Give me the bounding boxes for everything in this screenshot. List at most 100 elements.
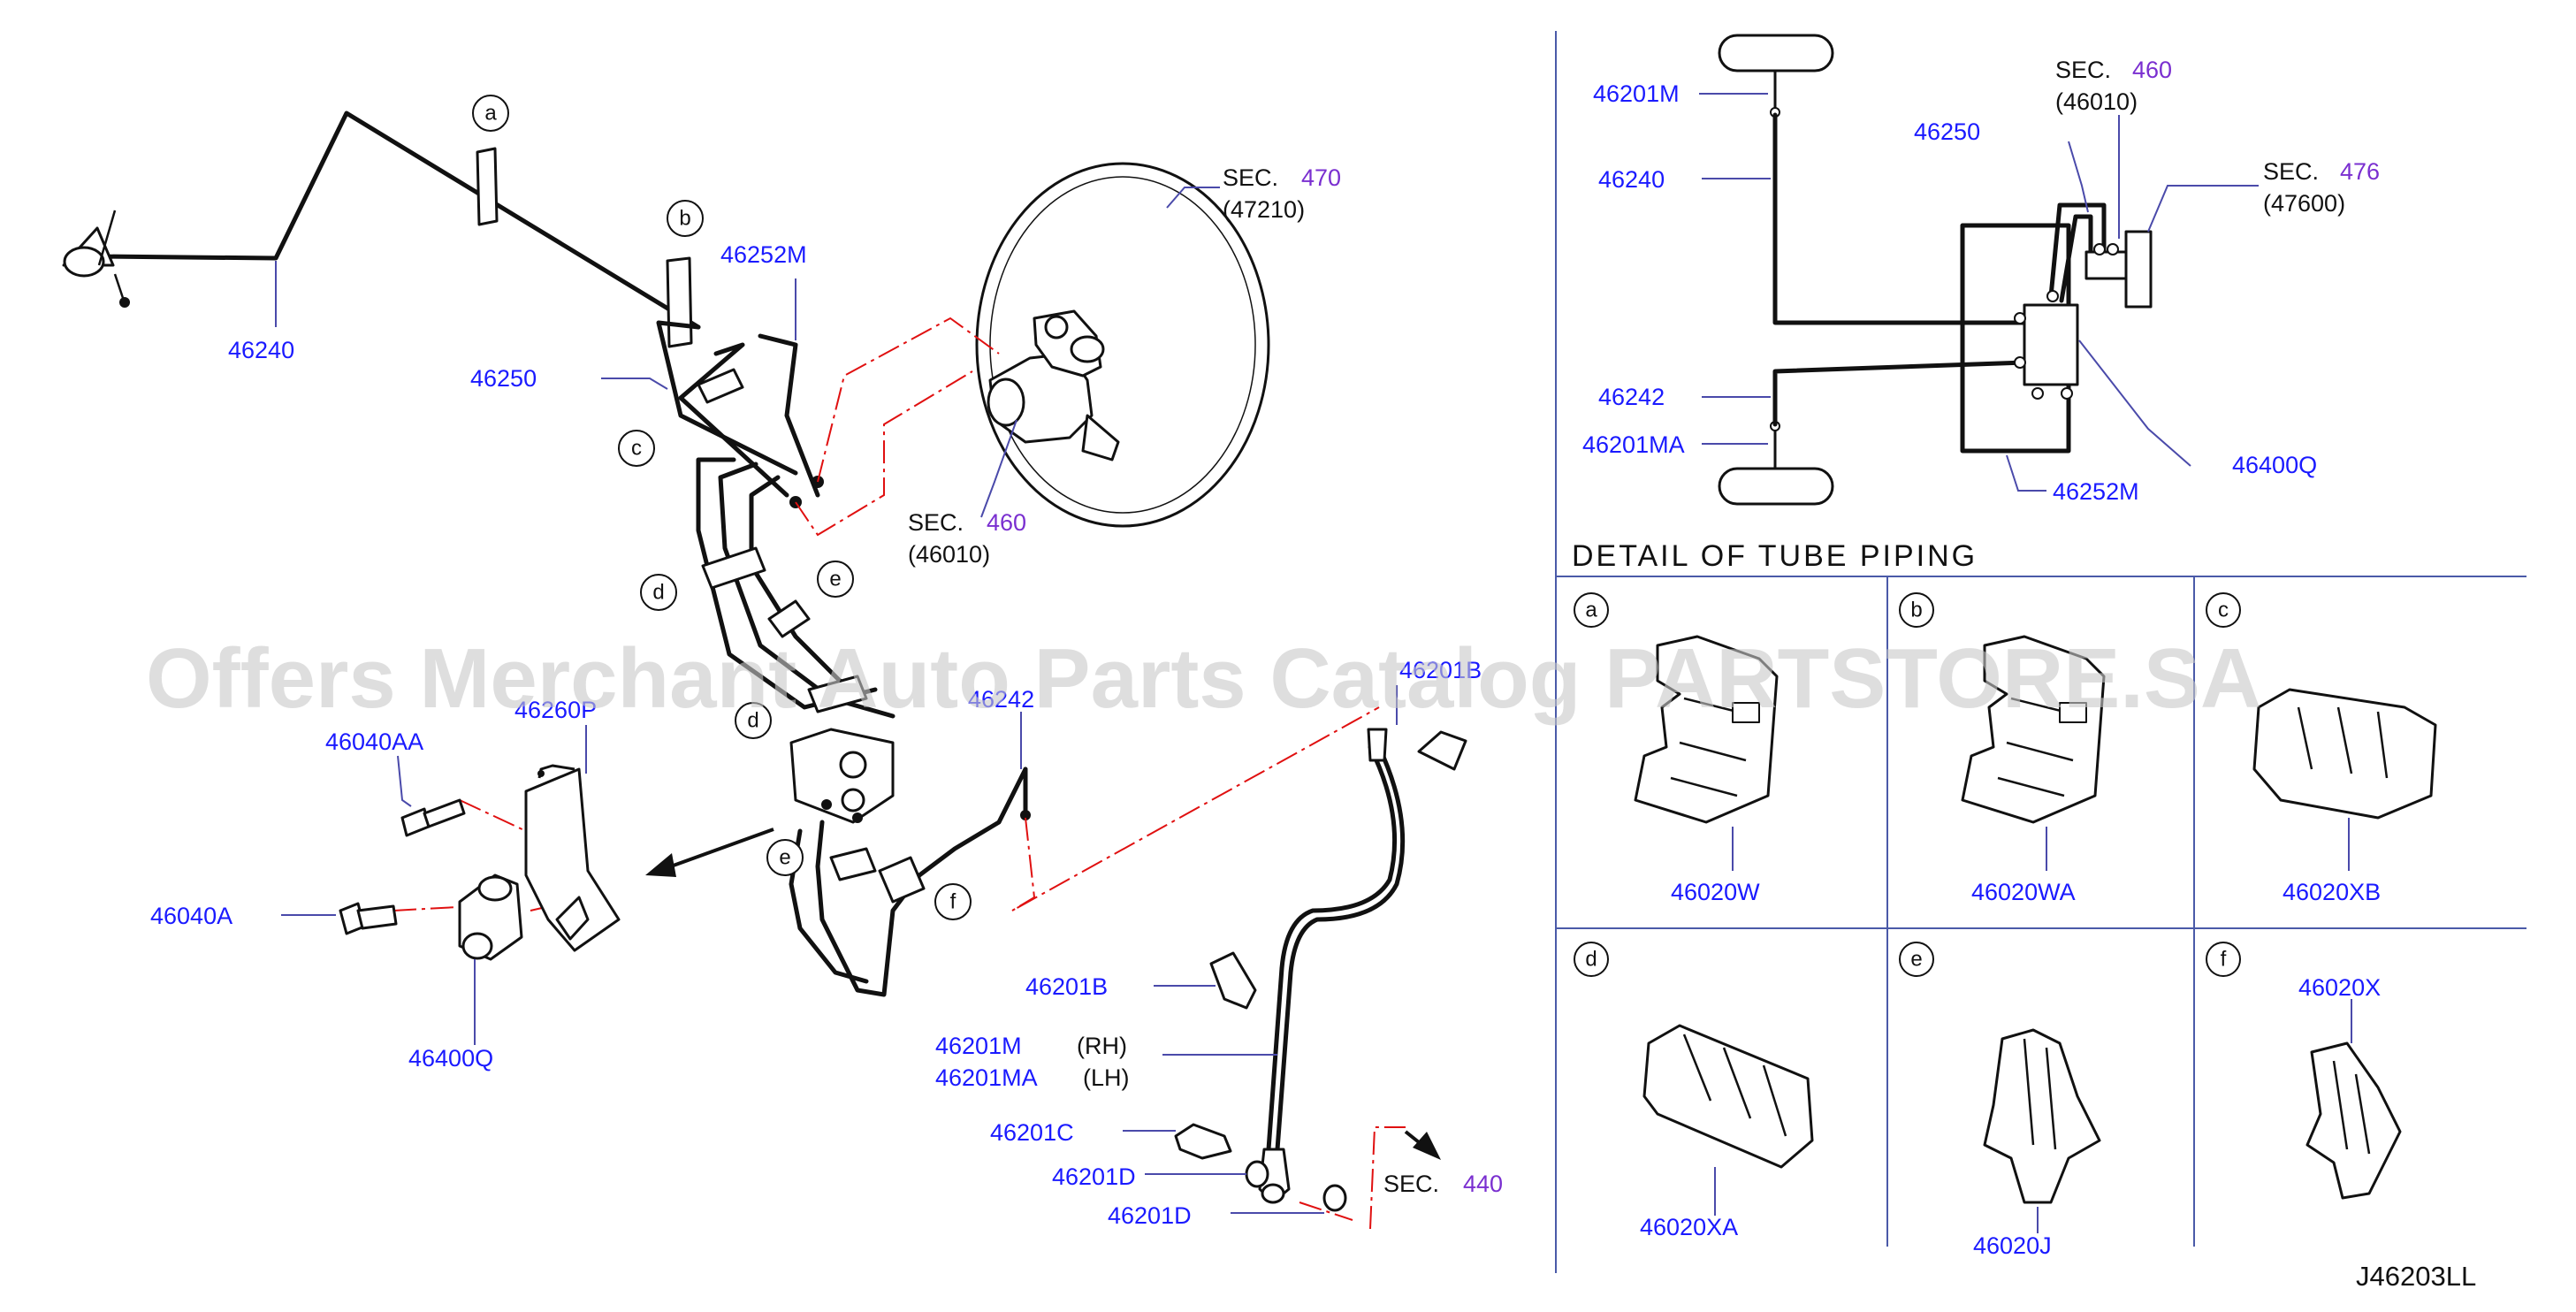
svg-text:SEC.: SEC. xyxy=(2055,57,2111,83)
callout-e1: e xyxy=(817,561,854,598)
clip-f xyxy=(878,856,926,904)
drawing-code: J46203LL xyxy=(2356,1261,2476,1292)
main-diagram: a b c d e d e f 46240 46250 46252M 46260… xyxy=(62,95,1503,1230)
clip-b2 xyxy=(697,368,744,404)
svg-text:c: c xyxy=(2218,599,2229,622)
schematic: 46201M 46240 46250 46242 46201MA 46252M … xyxy=(1555,31,2380,1273)
clip-46020W xyxy=(1634,635,1779,824)
detail-part-46020XB: 46020XB xyxy=(2283,879,2381,905)
tube-46240 xyxy=(93,111,701,330)
svg-text:476: 476 xyxy=(2340,158,2380,185)
label-46240: 46240 xyxy=(228,337,294,363)
s-label-46250: 46250 xyxy=(1914,118,1980,145)
washer-2 xyxy=(1322,1184,1347,1212)
sec-470-ref: SEC. 470 (47210) xyxy=(1223,164,1341,223)
clip-46020X xyxy=(2305,1041,2402,1200)
callouts: a b c d e d e f xyxy=(472,95,972,920)
clip-46201B-top xyxy=(1417,730,1467,771)
front-fitting xyxy=(62,210,130,308)
svg-text:(47210): (47210) xyxy=(1223,196,1305,223)
label-46242: 46242 xyxy=(968,686,1034,713)
svg-text:470: 470 xyxy=(1301,164,1341,191)
callout-d1: d xyxy=(640,574,677,611)
svg-text:d: d xyxy=(652,581,664,605)
label-46400Q: 46400Q xyxy=(408,1045,493,1072)
label-LH: (LH) xyxy=(1083,1064,1130,1091)
svg-text:d: d xyxy=(747,709,758,733)
svg-text:a: a xyxy=(484,102,497,126)
clip-46020XB xyxy=(2252,688,2437,820)
leader-lines xyxy=(275,187,1398,1214)
arrow-left xyxy=(658,828,774,873)
label-46040A: 46040A xyxy=(150,903,232,929)
svg-text:460: 460 xyxy=(2132,57,2172,83)
s-sec-476-ref: SEC. 476 (47600) xyxy=(2263,158,2380,217)
clip-e xyxy=(767,599,811,638)
svg-text:460: 460 xyxy=(987,509,1026,536)
svg-text:d: d xyxy=(1585,948,1597,972)
clip-e2 xyxy=(829,847,877,881)
svg-text:SEC.: SEC. xyxy=(2263,158,2319,185)
tire-front xyxy=(1718,34,1834,72)
callout-a: a xyxy=(472,95,509,132)
clip-46020J xyxy=(1983,1028,2101,1204)
label-46201MA: 46201MA xyxy=(935,1064,1038,1091)
s-label-46252M: 46252M xyxy=(2053,478,2139,505)
brake-hose xyxy=(1258,728,1406,1204)
s-sec-460-ref: SEC. 460 (46010) xyxy=(2055,57,2172,115)
detail-title: DETAIL OF TUBE PIPING xyxy=(1572,539,1978,573)
detail-section: DETAIL OF TUBE PIPING a b c d e f xyxy=(1556,539,2526,1259)
label-46201D-1: 46201D xyxy=(1052,1163,1136,1190)
s-label-46201MA: 46201MA xyxy=(1582,431,1685,458)
washer-1 xyxy=(1245,1160,1269,1188)
svg-text:b: b xyxy=(679,207,690,231)
dash-sec460-a xyxy=(817,317,1000,483)
clip-46020WA xyxy=(1961,635,2106,824)
clip-46020XA xyxy=(1642,1024,1814,1169)
label-46252M: 46252M xyxy=(720,241,807,268)
svg-text:SEC.: SEC. xyxy=(908,509,964,536)
label-46040AA: 46040AA xyxy=(325,728,423,755)
svg-text:SEC.: SEC. xyxy=(1223,164,1278,191)
detail-part-46020J: 46020J xyxy=(1973,1232,2052,1259)
svg-text:(46010): (46010) xyxy=(908,541,990,568)
detail-part-46020XA: 46020XA xyxy=(1640,1214,1738,1240)
label-46201C: 46201C xyxy=(990,1119,1074,1146)
clip-d2 xyxy=(807,675,868,713)
svg-text:(46010): (46010) xyxy=(2055,88,2138,115)
tire-rear xyxy=(1718,467,1834,506)
label-46201M: 46201M xyxy=(935,1033,1022,1059)
clip-d xyxy=(701,546,766,590)
s-label-46242: 46242 xyxy=(1598,384,1665,410)
schematic-master-cylinder xyxy=(2084,250,2128,280)
dash-sec460-b xyxy=(795,370,973,537)
main-labels: 46240 46250 46252M 46260P 46040AA 46040A… xyxy=(150,241,1482,1229)
svg-text:440: 440 xyxy=(1463,1171,1503,1197)
sec-460-ref: SEC. 460 (46010) xyxy=(908,509,1026,568)
clip-46201B xyxy=(1209,951,1257,1010)
clip-b xyxy=(666,256,693,348)
dash-46242 xyxy=(1011,706,1380,912)
callout-b: b xyxy=(667,200,704,237)
valve-block xyxy=(789,728,895,824)
svg-text:SEC.: SEC. xyxy=(1383,1171,1439,1197)
label-46201B-top: 46201B xyxy=(1399,657,1482,683)
detail-part-46020W: 46020W xyxy=(1671,879,1760,905)
callout-c: c xyxy=(618,430,655,467)
s-label-46201M: 46201M xyxy=(1593,80,1680,107)
callout-e2: e xyxy=(766,839,804,876)
detail-part-46020X: 46020X xyxy=(2298,974,2381,1001)
detail-part-46020WA: 46020WA xyxy=(1971,879,2076,905)
svg-text:b: b xyxy=(1910,599,1922,622)
sec-440-ref: SEC. 440 xyxy=(1383,1171,1503,1197)
schematic-46400Q xyxy=(2023,303,2079,386)
clip-a xyxy=(476,147,499,226)
bracket-assembly xyxy=(339,764,621,961)
dash-hose-washer xyxy=(1299,1201,1353,1221)
watermark: Offers Merchant Auto Parts Catalog PARTS… xyxy=(146,631,2261,726)
bolt-46201C xyxy=(1174,1123,1232,1160)
label-RH: (RH) xyxy=(1077,1033,1127,1059)
s-label-46240: 46240 xyxy=(1598,166,1665,193)
label-46260P: 46260P xyxy=(514,697,597,723)
label-46201B: 46201B xyxy=(1025,973,1108,1000)
